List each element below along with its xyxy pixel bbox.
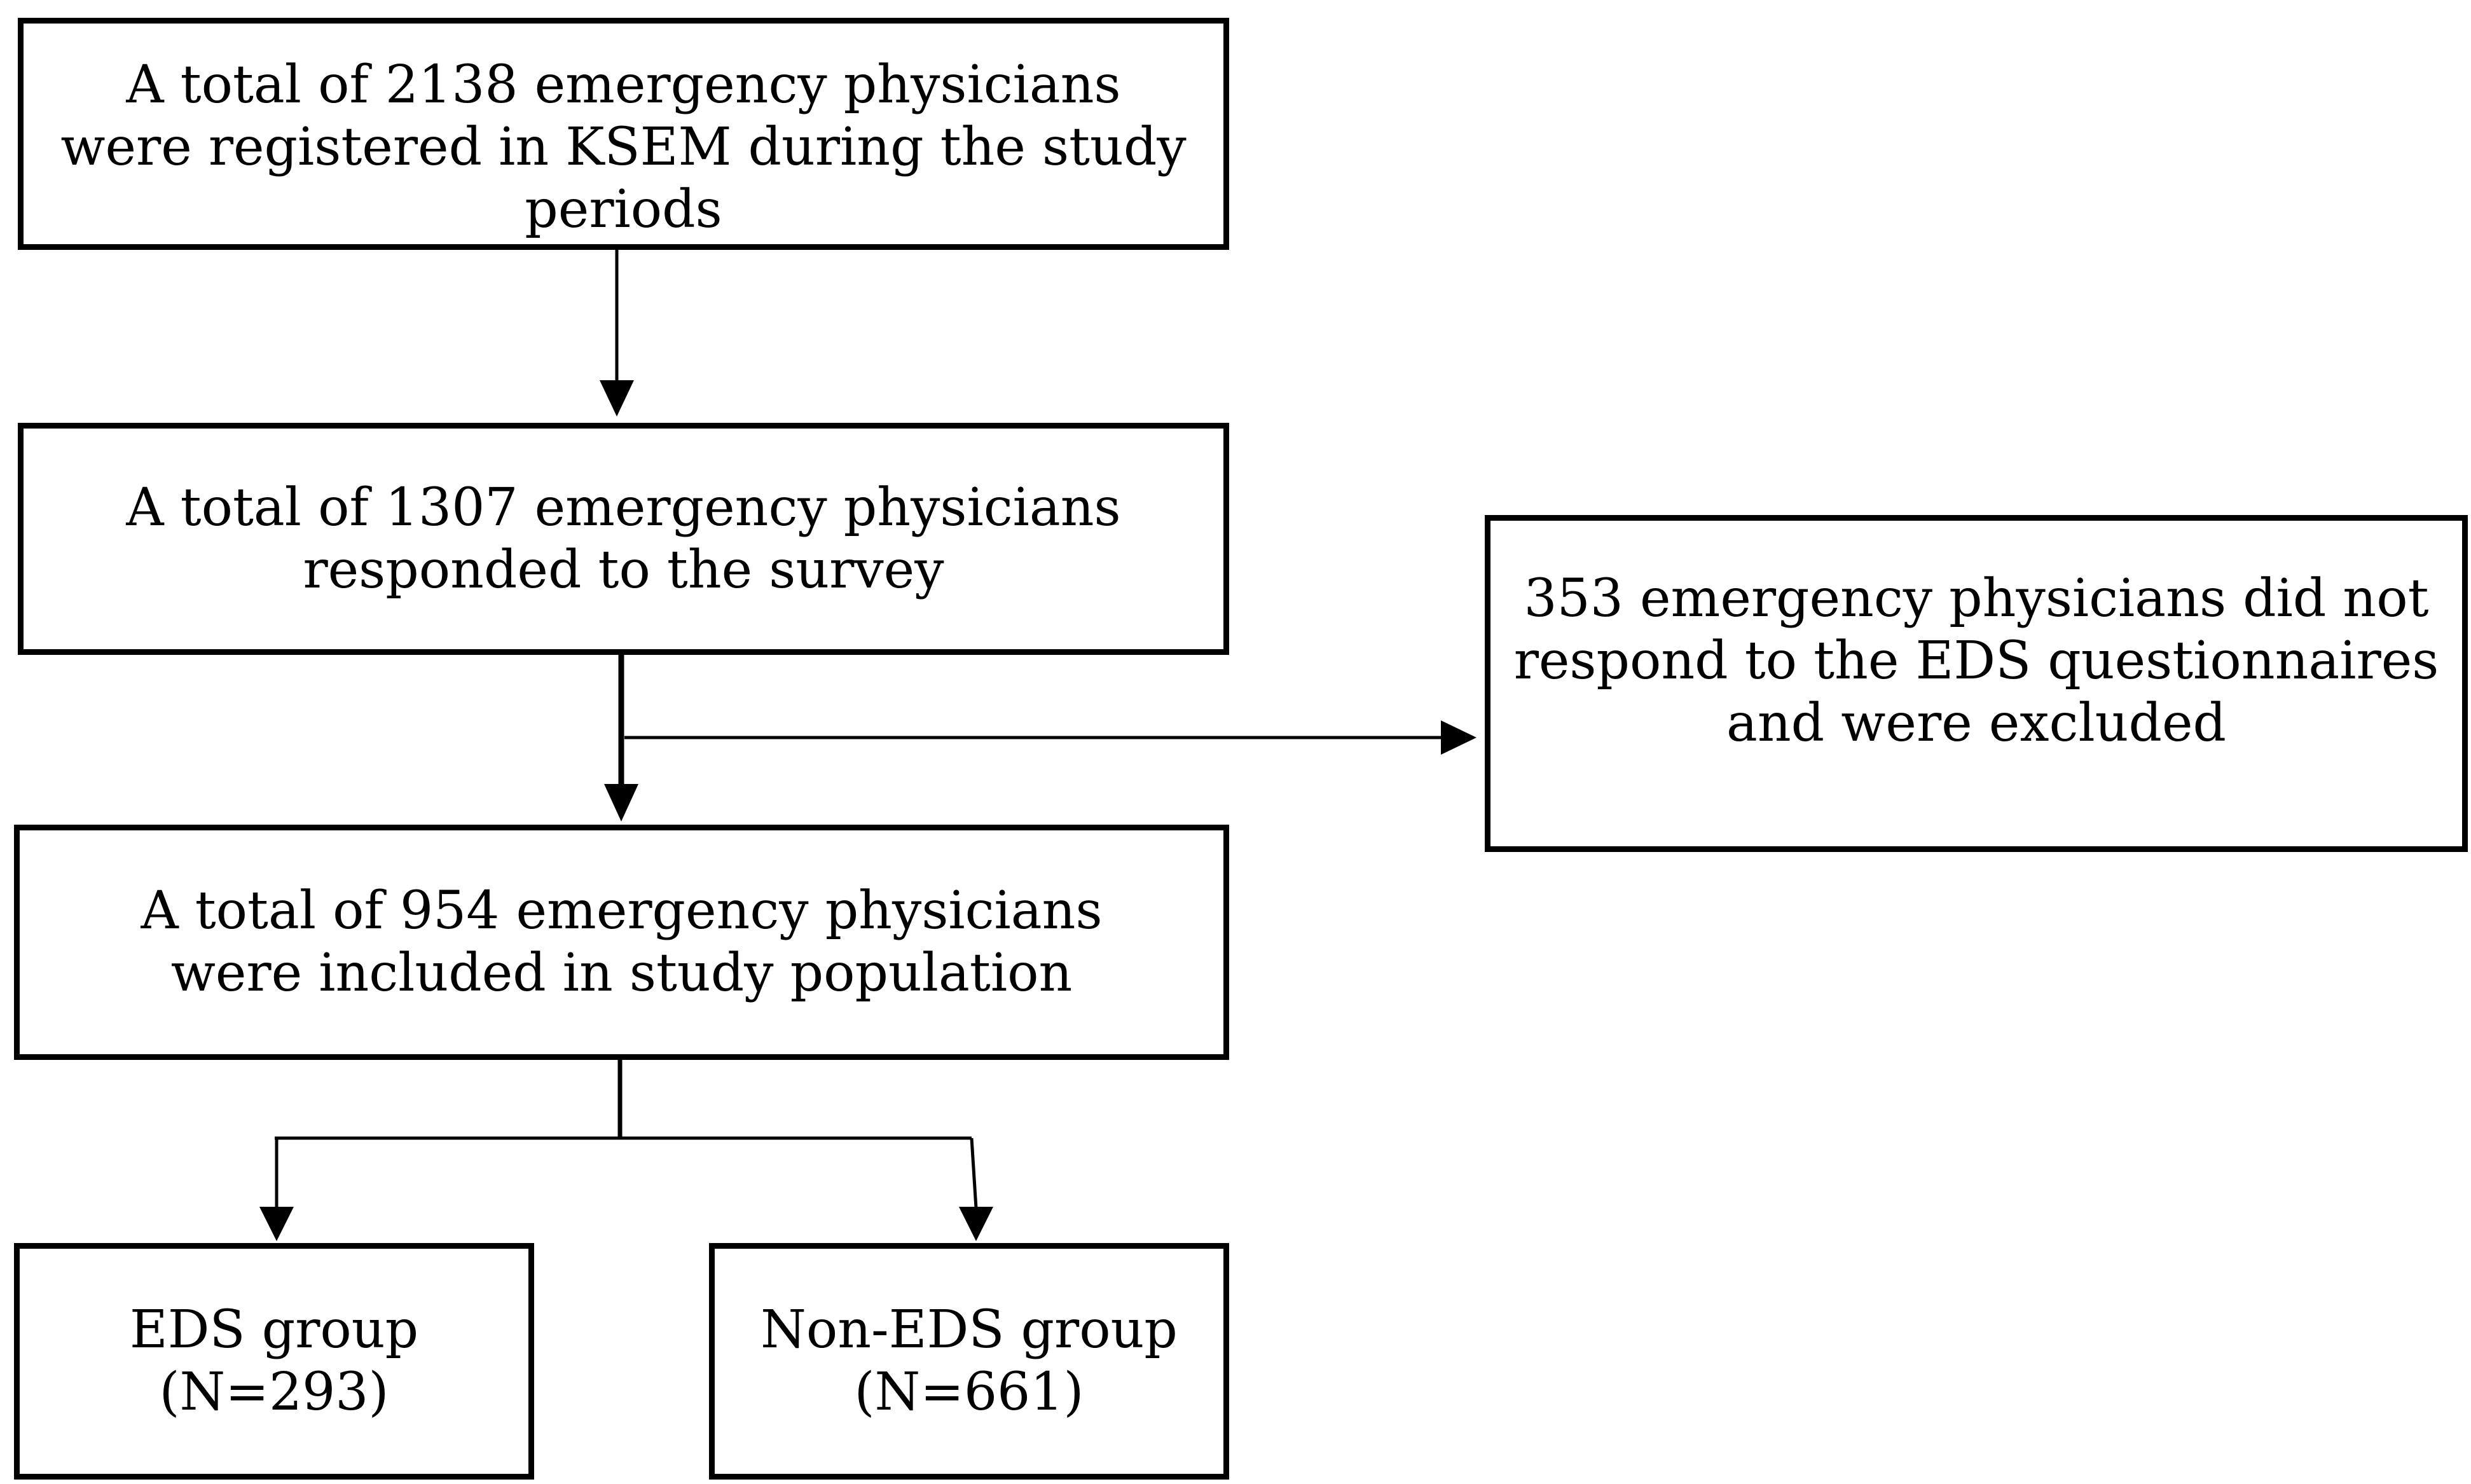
excluded-line-3: and were excluded: [1726, 693, 2226, 753]
excluded-physicians-box: 353 emergency physicians did not respond…: [1485, 515, 2468, 852]
included-physicians-box: A total of 954 emergency physicians were…: [14, 825, 1229, 1060]
responded-physicians-box: A total of 1307 emergency physicians res…: [18, 423, 1229, 655]
arrowhead-to-non-eds-group: [959, 1207, 993, 1241]
eds-group-count: (N=293): [159, 1362, 389, 1422]
responded-line-2: responded to the survey: [303, 539, 944, 600]
arrowhead-to-eds-group: [259, 1207, 294, 1241]
arrow-to-non-eds-group: [970, 1137, 978, 1209]
registered-physicians-box: A total of 2138 emergency physicians wer…: [18, 18, 1229, 250]
registered-line-2: were registered in KSEM during the study: [60, 117, 1187, 177]
non-eds-group-label: Non-EDS group: [761, 1300, 1178, 1360]
arrowhead-to-excluded: [1441, 720, 1476, 755]
registered-line-3: periods: [525, 179, 722, 240]
non-eds-group-box: Non-EDS group (N=661): [709, 1243, 1229, 1480]
non-eds-group-count: (N=661): [854, 1362, 1084, 1422]
registered-line-1: A total of 2138 emergency physicians: [126, 55, 1121, 115]
eds-group-box: EDS group (N=293): [14, 1243, 534, 1480]
included-line-2: were included in study population: [170, 943, 1073, 1003]
excluded-line-1: 353 emergency physicians did not: [1524, 568, 2429, 629]
excluded-line-2: respond to the EDS questionnaires: [1513, 631, 2439, 691]
included-line-1: A total of 954 emergency physicians: [141, 881, 1103, 941]
arrowhead-registered-to-responded: [600, 380, 634, 416]
arrowhead-responded-to-included: [604, 784, 638, 821]
responded-line-1: A total of 1307 emergency physicians: [126, 477, 1121, 538]
eds-group-label: EDS group: [129, 1300, 419, 1360]
